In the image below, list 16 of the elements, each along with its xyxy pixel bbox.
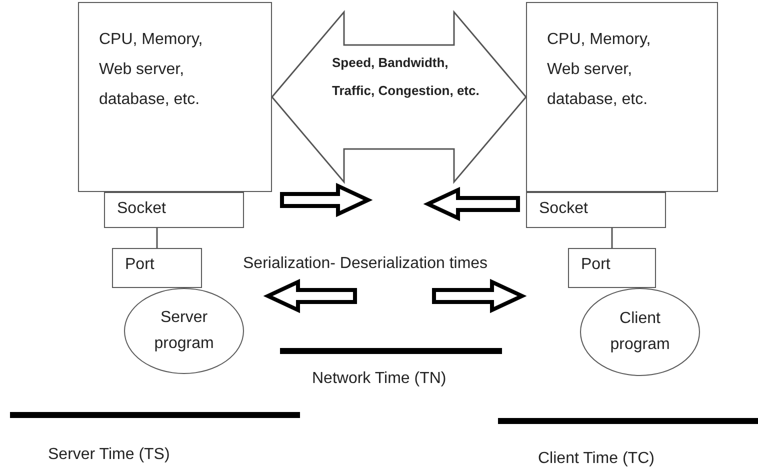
- connector-line: [156, 228, 158, 248]
- edge-label: Speed, Bandwidth, Traffic, Congestion, etc.: [332, 54, 480, 100]
- port-box: Port: [112, 248, 202, 288]
- time-label: Server Time (TS): [48, 446, 170, 464]
- double-arrow: [271, 10, 527, 184]
- time-label: Network Time (TN): [312, 370, 446, 388]
- annotation-text: Serialization- Deserialization times: [243, 255, 488, 273]
- socket-box: Socket: [104, 192, 244, 228]
- component-box: CPU, Memory, Web server, database, etc.: [78, 2, 272, 192]
- port-box: Port: [568, 248, 656, 288]
- component-box: CPU, Memory, Web server, database, etc.: [526, 2, 718, 192]
- time-label: Client Time (TC): [538, 450, 654, 468]
- program-ellipse: Server program: [124, 288, 244, 374]
- connector-line: [611, 228, 613, 248]
- program-ellipse: Client program: [580, 288, 700, 376]
- socket-box: Socket: [526, 192, 666, 228]
